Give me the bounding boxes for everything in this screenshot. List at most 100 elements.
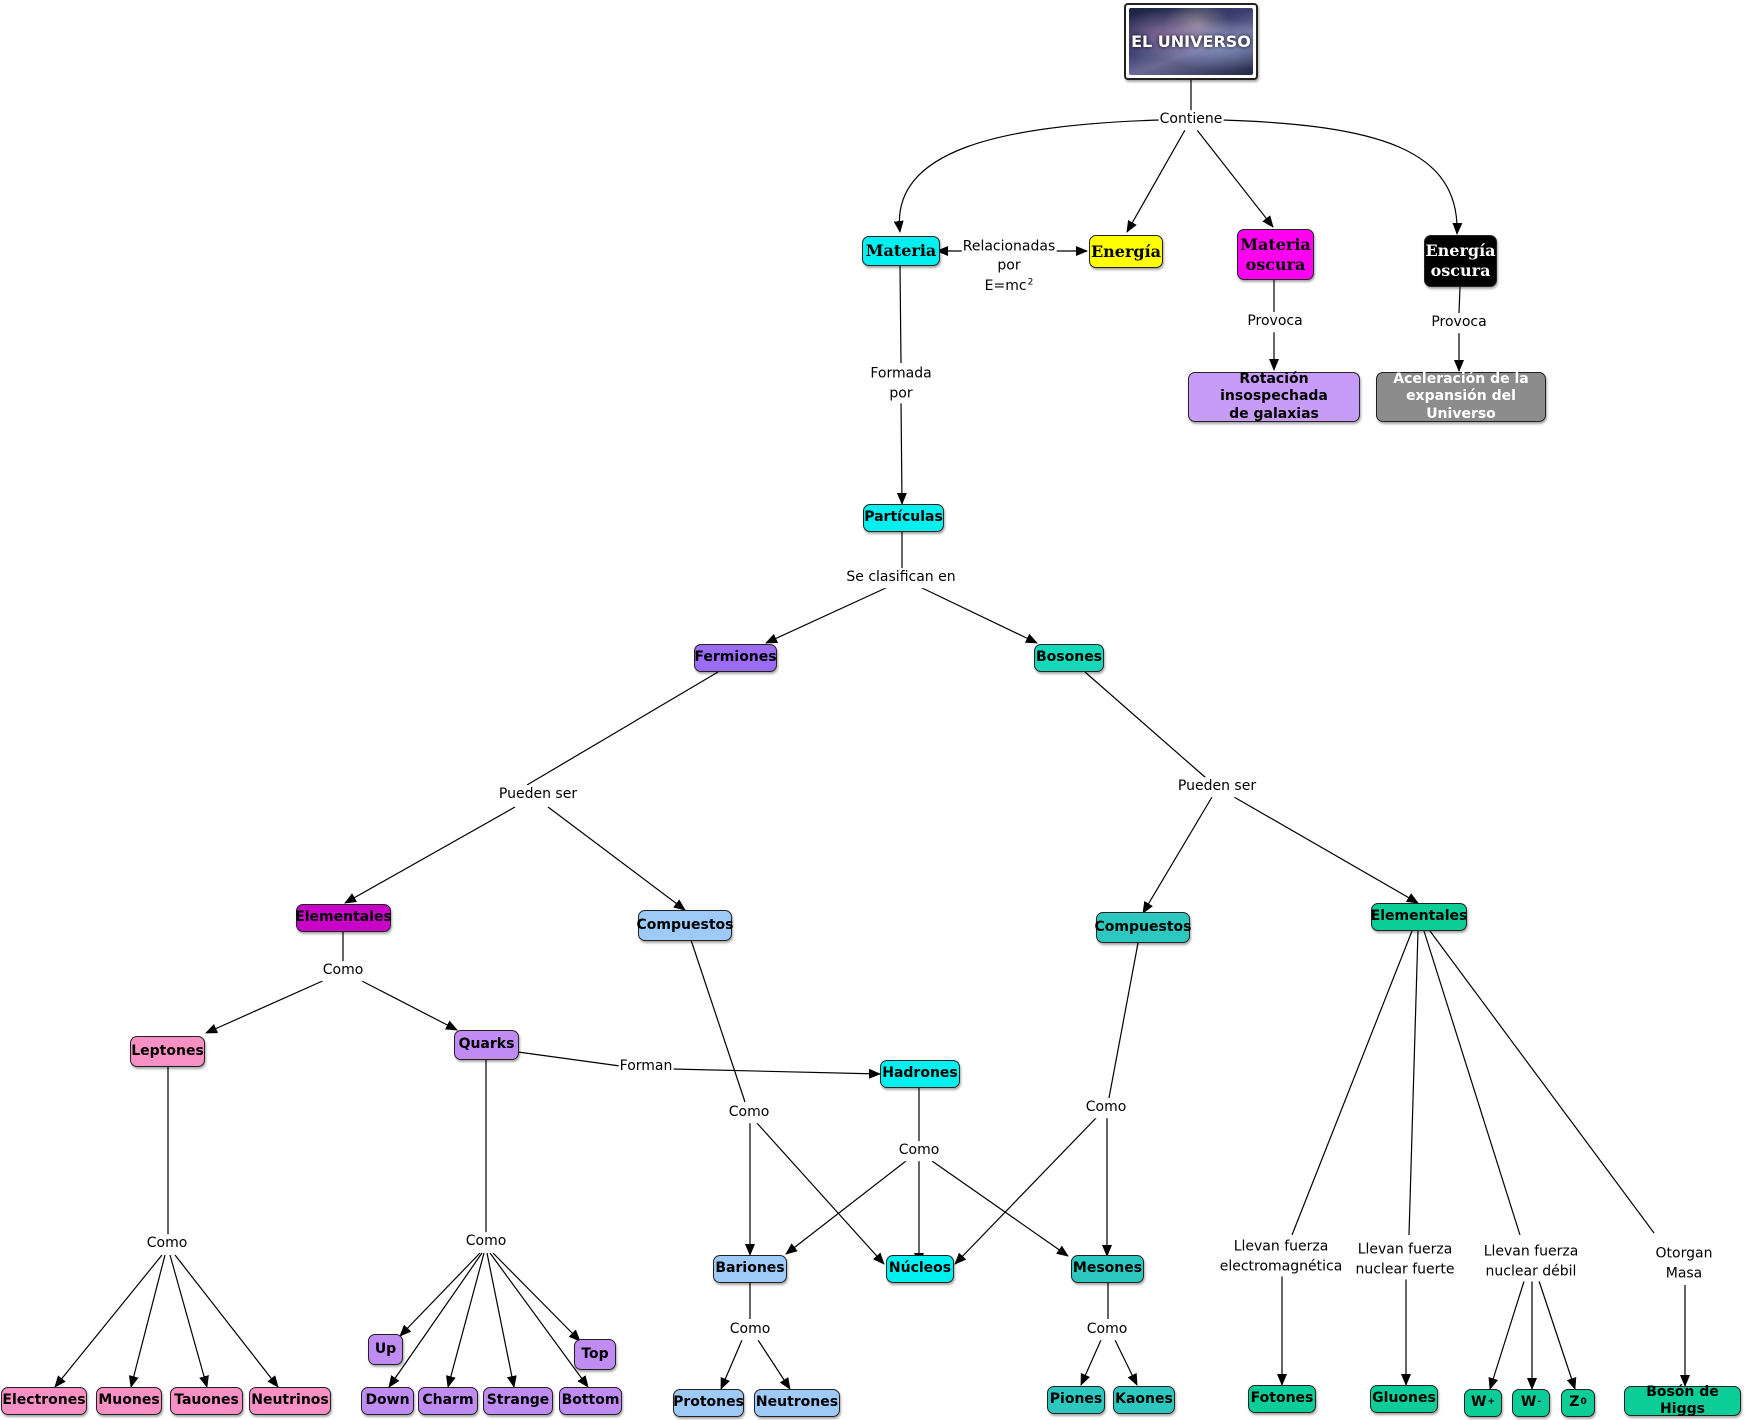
node-compuestos-fermiones[interactable]: Compuestos [637,910,733,941]
edge [755,1121,885,1265]
edge [492,1252,581,1342]
edge [54,1254,163,1388]
label-fuerza-nuclear-fuerte: Llevan fuerza nuclear fuerte [1354,1240,1456,1280]
label-relacionadas: Relacionadas por E=mc2 [961,217,1057,297]
node-elementales-bosones[interactable]: Elementales [1371,903,1467,931]
edge [765,586,889,644]
edge [1536,1274,1577,1390]
edge [486,1252,517,1388]
node-compuestos-bosones[interactable]: Compuestos [1095,912,1191,943]
label-pueden-ser-bosones: Pueden ser [1176,777,1258,797]
edge [919,586,1038,644]
label-otorgan-masa: Otorgan Masa [1654,1244,1714,1284]
label-como-compuestos-bosones: Como [1084,1098,1128,1118]
w-minus-sup: - [1537,1397,1542,1408]
edge [169,1254,209,1388]
galaxy-image: EL UNIVERSO [1129,8,1253,75]
node-elementales-fermiones[interactable]: Elementales [295,904,392,932]
node-down[interactable]: Down [361,1387,414,1415]
node-bosones[interactable]: Bosones [1034,644,1104,672]
node-neutrones[interactable]: Neutrones [754,1389,840,1417]
node-piones[interactable]: Piones [1047,1386,1105,1414]
node-w-minus[interactable]: W- [1512,1389,1550,1417]
node-charm[interactable]: Charm [418,1387,478,1415]
edge [1114,1339,1138,1386]
node-bottom[interactable]: Bottom [559,1387,622,1415]
edge [526,671,719,786]
label-pueden-ser-fermiones: Pueden ser [497,785,579,805]
z-base: Z [1569,1394,1580,1411]
edge [446,1252,485,1388]
node-strange[interactable]: Strange [483,1387,553,1415]
node-quarks[interactable]: Quarks [454,1030,519,1060]
node-energia-oscura[interactable]: Energía oscura [1424,235,1497,287]
edge [690,939,746,1103]
node-higgs[interactable]: Bosón de Higgs [1624,1384,1741,1417]
edge [954,1115,1099,1265]
edge [1458,286,1461,314]
edge [896,399,907,505]
node-materia[interactable]: Materia [862,236,940,266]
node-kaones[interactable]: Kaones [1113,1386,1175,1414]
w-minus-base: W [1520,1394,1537,1411]
label-formada-por: Formada por [869,364,933,404]
edge [388,1252,483,1388]
node-bariones[interactable]: Bariones [713,1255,787,1283]
label-como-compuestos-fermiones: Como [727,1103,771,1123]
edge [1108,942,1139,1099]
z-sup: 0 [1580,1397,1587,1408]
node-hadrones[interactable]: Hadrones [880,1060,960,1088]
node-fotones[interactable]: Fotones [1248,1385,1316,1413]
label-como-leptones: Como [145,1234,189,1254]
node-electrones[interactable]: Electrones [1,1387,87,1415]
node-neutrinos[interactable]: Neutrinos [249,1387,331,1415]
edge [1423,930,1521,1236]
label-como-hadrones: Como [897,1141,941,1161]
edge [1080,1339,1102,1386]
edge [1233,796,1419,904]
edge [720,1339,743,1390]
label-como-elementales: Como [321,961,365,981]
label-como-quarks: Como [464,1232,508,1252]
edge [399,1252,481,1337]
node-energia[interactable]: Energía [1089,235,1163,268]
edge [1084,671,1207,779]
node-materia-oscura[interactable]: Materia oscura [1237,229,1314,280]
node-protones[interactable]: Protones [673,1389,744,1417]
node-particulas[interactable]: Partículas [863,504,944,532]
w-plus-sup: + [1487,1397,1495,1408]
edge [174,1254,279,1388]
edge [1291,930,1413,1236]
node-leptones[interactable]: Leptones [130,1036,205,1067]
label-como-mesones: Como [1085,1320,1129,1340]
edge [785,1160,907,1255]
edge [1142,796,1213,914]
node-top[interactable]: Top [574,1339,616,1370]
label-provoca-materia: Provoca [1246,312,1304,332]
edge [547,806,686,911]
edge [1488,1274,1527,1390]
node-gluones[interactable]: Gluones [1370,1385,1438,1413]
edge [757,1339,791,1390]
edge [893,119,1161,233]
edge [1408,930,1419,1236]
edge [1126,129,1186,233]
node-w-plus[interactable]: W+ [1464,1389,1502,1417]
node-tauones[interactable]: Tauones [170,1387,243,1415]
label-fuerza-electromagnetica: Llevan fuerza electromagnética [1218,1237,1344,1277]
node-fermiones[interactable]: Fermiones [694,644,777,672]
title-text: EL UNIVERSO [1131,32,1251,51]
w-plus-base: W [1471,1394,1487,1411]
node-rotacion[interactable]: Rotación insospechada de galaxias [1188,371,1360,422]
node-up[interactable]: Up [368,1334,403,1365]
title-node[interactable]: EL UNIVERSO [1124,3,1258,80]
edge [205,978,328,1034]
node-mesones[interactable]: Mesones [1071,1255,1144,1283]
edge [489,1252,589,1388]
node-aceleracion[interactable]: Aceleración de la expansión del Universo [1376,371,1546,422]
node-nucleos[interactable]: Núcleos [886,1255,954,1283]
relacionadas-exponent: 2 [1027,277,1034,288]
node-muones[interactable]: Muones [96,1387,162,1415]
